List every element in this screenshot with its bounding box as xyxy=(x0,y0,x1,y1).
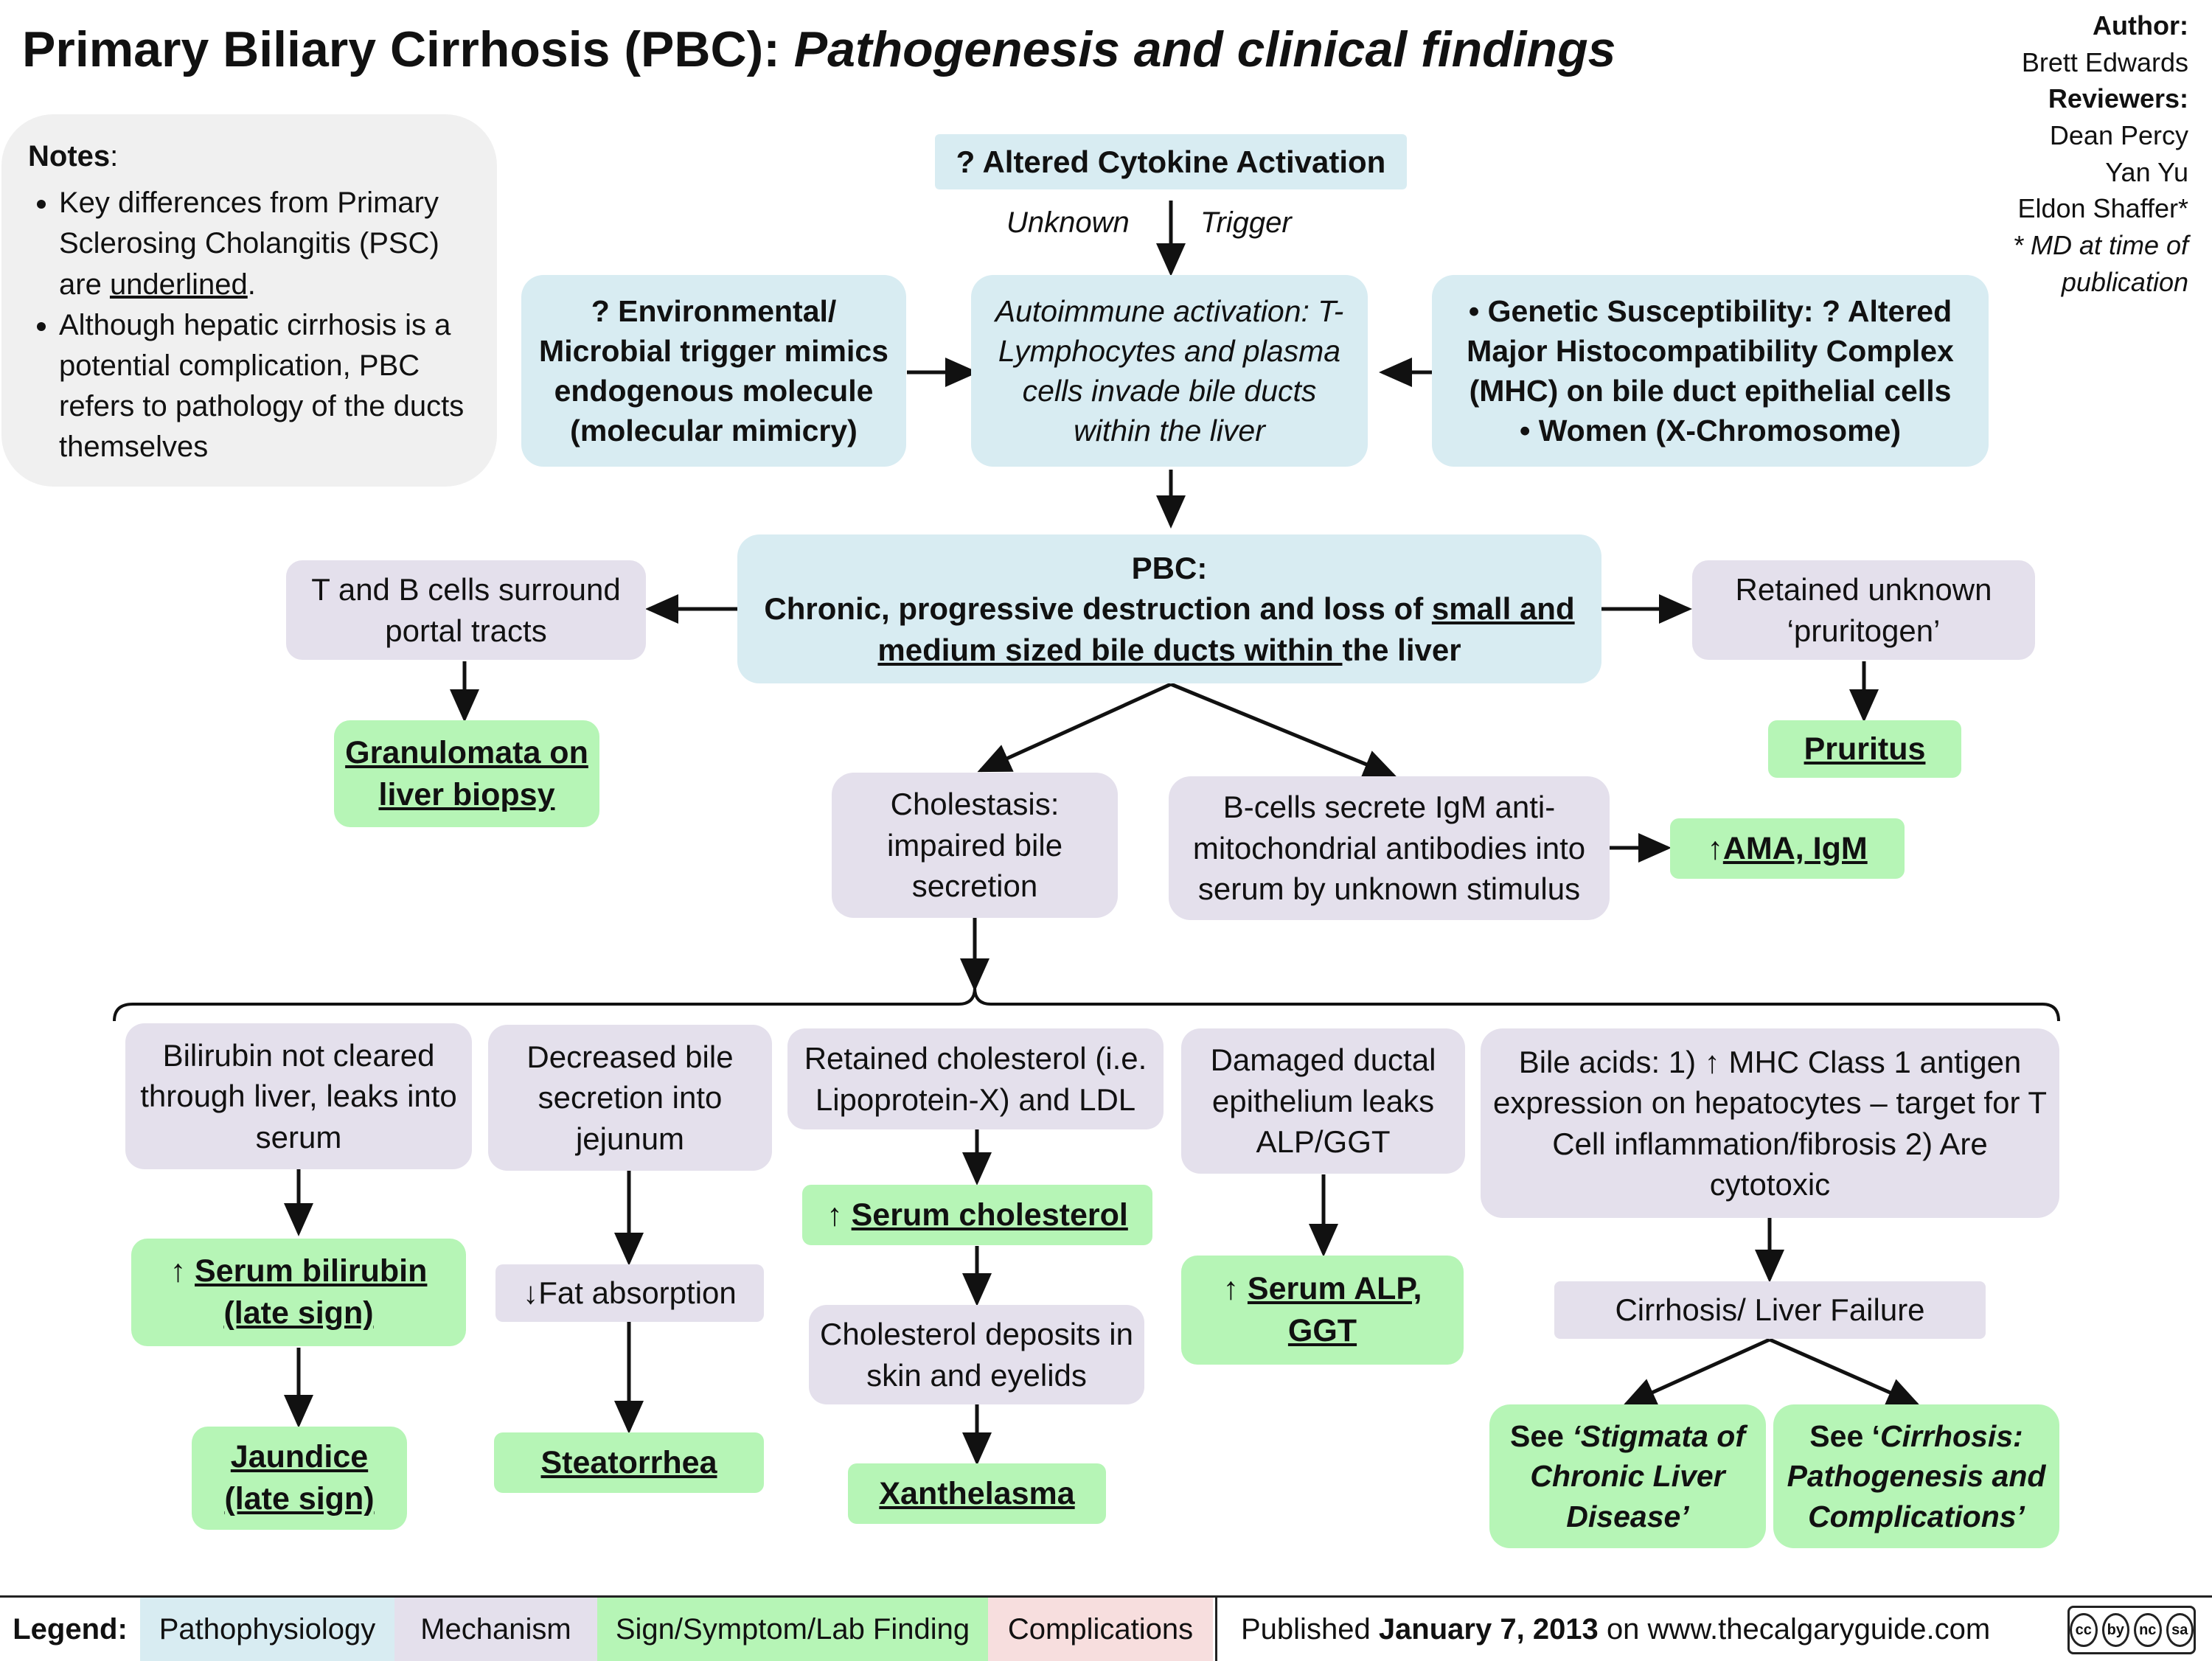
node-retained-cholesterol: Retained cholesterol (i.e. Lipoprotein-X… xyxy=(787,1028,1164,1129)
node-stigmata-ref: See ‘Stigmata of Chronic Liver Disease’ xyxy=(1489,1404,1766,1548)
node-serum-bilirubin: ↑ Serum bilirubin (late sign) xyxy=(131,1239,466,1346)
node-steatorrhea: Steatorrhea xyxy=(494,1432,764,1493)
up-arrow-icon: ↑ xyxy=(1707,830,1723,866)
by-icon: by xyxy=(2101,1613,2129,1647)
pbc-label: PBC: xyxy=(1131,550,1208,585)
node-cholesterol-deposits: Cholesterol deposits in skin and eyelids xyxy=(809,1305,1144,1404)
published-info: Published January 7, 2013 on www.thecalg… xyxy=(1215,1598,2019,1661)
reviewers-label: Reviewers: xyxy=(2048,83,2188,114)
node-xanthelasma: Xanthelasma xyxy=(848,1463,1106,1524)
notes-list: Key differences from Primary Sclerosing … xyxy=(28,183,470,467)
node-autoimmune: Autoimmune activation: T-Lymphocytes and… xyxy=(971,275,1368,467)
node-granulomata: Granulomata on liver biopsy xyxy=(334,720,599,827)
author-label: Author: xyxy=(2093,10,2188,41)
pbc-text: Chronic, progressive destruction and los… xyxy=(764,591,1575,667)
node-tb-cells: T and B cells surround portal tracts xyxy=(286,560,646,660)
node-serum-cholesterol: ↑ Serum cholesterol xyxy=(802,1185,1152,1245)
node-pruritogen: Retained unknown ‘pruritogen’ xyxy=(1692,560,2035,660)
reviewer-name: Yan Yu xyxy=(2105,156,2188,187)
title-main: Primary Biliary Cirrhosis (PBC): xyxy=(22,21,780,77)
node-pruritus: Pruritus xyxy=(1768,720,1961,778)
cc-icon: cc xyxy=(2070,1613,2098,1647)
up-arrow-icon: ↑ xyxy=(170,1253,187,1289)
title-subtitle: Pathogenesis and clinical findings xyxy=(793,21,1616,77)
legend-label: Legend: xyxy=(13,1612,128,1646)
node-ama: ↑AMA, IgM xyxy=(1670,818,1905,879)
reviewer-name: Eldon Shaffer* xyxy=(2017,193,2188,224)
reviewer-name: Dean Percy xyxy=(2049,120,2188,151)
credits: Author: Brett Edwards Reviewers: Dean Pe… xyxy=(1975,7,2188,300)
up-arrow-icon: ↑ xyxy=(827,1197,843,1233)
genetic-line: • Genetic Susceptibility: ? Altered Majo… xyxy=(1467,293,1954,408)
sa-icon: sa xyxy=(2166,1613,2194,1647)
page-title: Primary Biliary Cirrhosis (PBC): Pathoge… xyxy=(22,21,1615,78)
up-arrow-icon: ↑ xyxy=(1222,1271,1239,1307)
label-trigger: Trigger xyxy=(1200,206,1292,239)
node-cytokine: ? Altered Cytokine Activation xyxy=(935,134,1407,189)
arrow-pbc-to-cholestasis xyxy=(977,682,1172,773)
notes-panel: Notes: Key differences from Primary Scle… xyxy=(1,114,497,487)
arrow-cirrhosis-to-cirrhosisref xyxy=(1768,1337,1921,1407)
author-name: Brett Edwards xyxy=(2021,46,2188,77)
node-damaged-ductal: Damaged ductal epithelium leaks ALP/GGT xyxy=(1181,1028,1465,1174)
node-genetic: • Genetic Susceptibility: ? Altered Majo… xyxy=(1432,275,1989,467)
node-fat-absorption: ↓Fat absorption xyxy=(495,1264,764,1322)
credits-footnote: * MD at time of publication xyxy=(2012,230,2188,297)
node-decreased-bile: Decreased bile secretion into jejunum xyxy=(488,1025,772,1171)
arrow-pbc-to-bcells xyxy=(1170,682,1397,779)
node-bcells: B-cells secrete IgM anti-mitochondrial a… xyxy=(1169,776,1610,920)
legend-pathophysiology: Pathophysiology xyxy=(140,1598,394,1661)
effects-brace xyxy=(113,987,2060,1022)
legend-complications: Complications xyxy=(988,1598,1213,1661)
node-cirrhosis: Cirrhosis/ Liver Failure xyxy=(1554,1281,1986,1339)
node-bilirubin: Bilirubin not cleared through liver, lea… xyxy=(125,1023,472,1169)
node-pbc: PBC: Chronic, progressive destruction an… xyxy=(737,534,1601,683)
legend-mechanism: Mechanism xyxy=(394,1598,597,1661)
notes-item: Although hepatic cirrhosis is a potentia… xyxy=(59,305,470,468)
legend-sign: Sign/Symptom/Lab Finding xyxy=(597,1598,988,1661)
node-bile-acids: Bile acids: 1) ↑ MHC Class 1 antigen exp… xyxy=(1481,1028,2059,1218)
node-environmental: ? Environmental/ Microbial trigger mimic… xyxy=(521,275,906,467)
arrow-cirrhosis-to-stigmata xyxy=(1622,1337,1771,1407)
node-serum-alp: ↑ Serum ALP, GGT xyxy=(1181,1256,1464,1365)
legend-bar: Legend: Pathophysiology Mechanism Sign/S… xyxy=(0,1595,2212,1661)
notes-item: Key differences from Primary Sclerosing … xyxy=(59,183,470,305)
down-arrow-icon: ↓ xyxy=(523,1275,539,1311)
node-jaundice: Jaundice (late sign) xyxy=(192,1427,407,1530)
cc-license-icon[interactable]: cc by nc sa xyxy=(2067,1606,2196,1654)
genetic-line: • Women (X-Chromosome) xyxy=(1519,414,1901,448)
notes-heading: Notes xyxy=(28,140,111,173)
label-unknown: Unknown xyxy=(1006,206,1130,239)
nc-icon: nc xyxy=(2134,1613,2162,1647)
node-cirrhosis-ref: See ‘Cirrhosis: Pathogenesis and Complic… xyxy=(1773,1404,2059,1548)
node-cholestasis: Cholestasis: impaired bile secretion xyxy=(832,773,1118,918)
